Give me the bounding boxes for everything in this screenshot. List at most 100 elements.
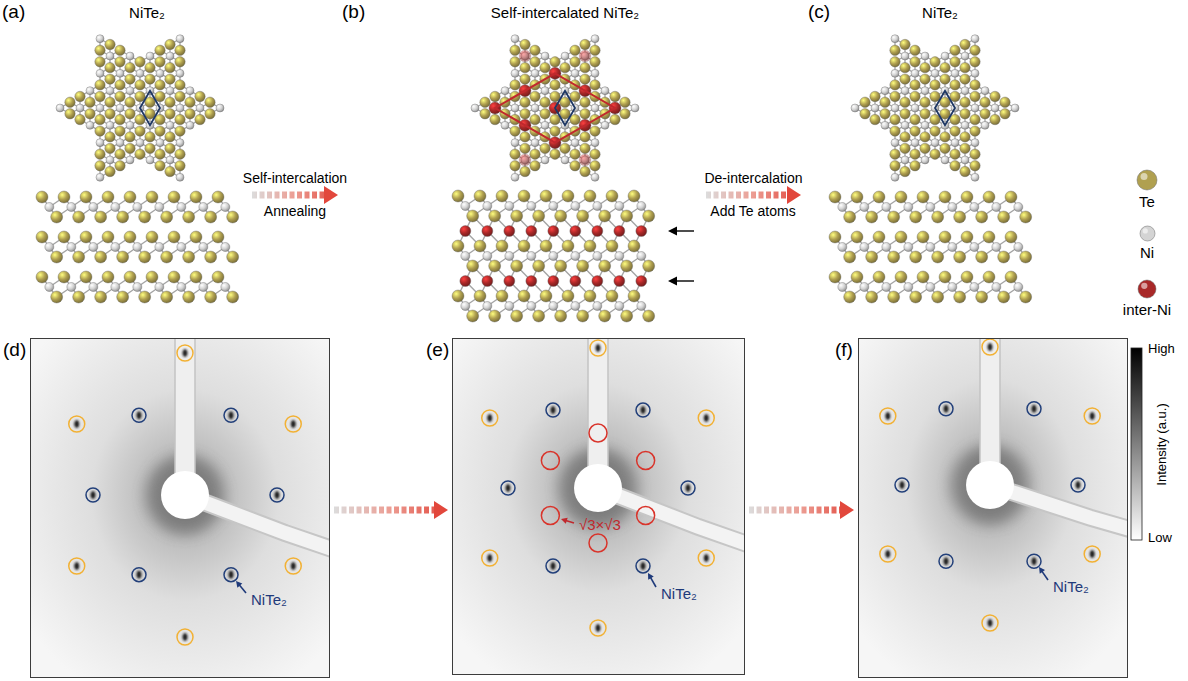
atom <box>165 143 175 153</box>
atom <box>96 173 104 181</box>
atom <box>124 231 136 243</box>
atom <box>921 87 929 95</box>
atom <box>970 283 979 292</box>
atom <box>165 109 175 119</box>
legend-sphere <box>1138 280 1156 298</box>
atom <box>860 97 870 107</box>
atom <box>970 149 980 159</box>
atom <box>971 139 979 147</box>
atom <box>511 35 519 43</box>
atom <box>951 139 959 147</box>
atom <box>549 202 558 211</box>
spot-marker <box>285 558 301 574</box>
atom <box>636 276 647 287</box>
atom <box>917 271 929 283</box>
atom <box>205 109 215 119</box>
atom <box>36 191 48 203</box>
atom <box>926 243 935 252</box>
atom <box>510 57 520 67</box>
atom <box>939 191 951 203</box>
atom <box>45 243 54 252</box>
atom <box>941 156 949 164</box>
atom <box>176 35 184 43</box>
atom <box>829 191 841 203</box>
diffraction-spot <box>506 484 511 492</box>
atom <box>452 240 464 252</box>
atom <box>75 114 85 124</box>
atom <box>930 149 940 159</box>
spot-marker <box>482 410 498 426</box>
atom <box>584 290 596 302</box>
atom <box>205 97 215 107</box>
spot-marker <box>698 410 714 426</box>
atom <box>166 87 174 95</box>
atom <box>216 104 224 112</box>
atom <box>530 91 540 101</box>
atom <box>901 156 909 164</box>
process-label: De-intercalation <box>704 170 802 186</box>
atom <box>992 203 1001 212</box>
atom <box>631 104 639 112</box>
atom <box>530 149 540 159</box>
atom <box>580 39 590 49</box>
spot-marker <box>482 550 498 566</box>
atom <box>205 251 217 263</box>
arrow-head <box>434 501 448 519</box>
atom <box>489 310 501 322</box>
atom <box>548 276 559 287</box>
atom <box>920 62 930 72</box>
top-view-lattice <box>851 35 1019 182</box>
diffraction-spot <box>137 412 142 420</box>
atom <box>482 276 493 287</box>
atom <box>227 291 239 303</box>
atom <box>951 69 959 77</box>
atom <box>891 104 899 112</box>
diffraction-spot <box>641 406 646 414</box>
spot-marker <box>1084 546 1100 562</box>
atom <box>89 283 98 292</box>
atom <box>480 97 490 107</box>
atom <box>205 211 217 223</box>
atom <box>926 203 935 212</box>
atom <box>65 97 75 107</box>
atom <box>881 87 889 95</box>
atom <box>510 45 520 55</box>
atom <box>540 62 550 72</box>
diffraction-spot <box>291 420 296 428</box>
atom <box>981 121 989 129</box>
atom <box>156 69 164 77</box>
atom <box>561 156 569 164</box>
atom <box>161 211 173 223</box>
diffraction-spot <box>885 412 890 420</box>
spot-marker <box>636 559 650 573</box>
atom <box>895 231 907 243</box>
atom <box>115 91 125 101</box>
spot-marker <box>541 452 559 470</box>
atom <box>135 126 145 136</box>
layer-pointer <box>668 227 694 236</box>
leader-arrow <box>648 573 656 587</box>
atom <box>165 166 175 176</box>
atom <box>950 45 960 55</box>
atom <box>518 290 530 302</box>
atom <box>911 104 919 112</box>
atom <box>591 35 599 43</box>
atom <box>940 143 950 153</box>
atom <box>961 271 973 283</box>
atom <box>950 149 960 159</box>
atom <box>593 202 602 211</box>
atom <box>628 190 640 202</box>
atom <box>540 97 550 107</box>
atom <box>910 91 920 101</box>
atom <box>146 271 158 283</box>
colorbar <box>1131 348 1142 540</box>
atom <box>851 271 863 283</box>
atom <box>80 271 92 283</box>
spot-marker <box>895 478 909 492</box>
atom <box>489 260 501 272</box>
atom <box>860 283 869 292</box>
diffraction-spot <box>596 624 601 632</box>
atom <box>520 74 530 84</box>
atom <box>1020 291 1032 303</box>
